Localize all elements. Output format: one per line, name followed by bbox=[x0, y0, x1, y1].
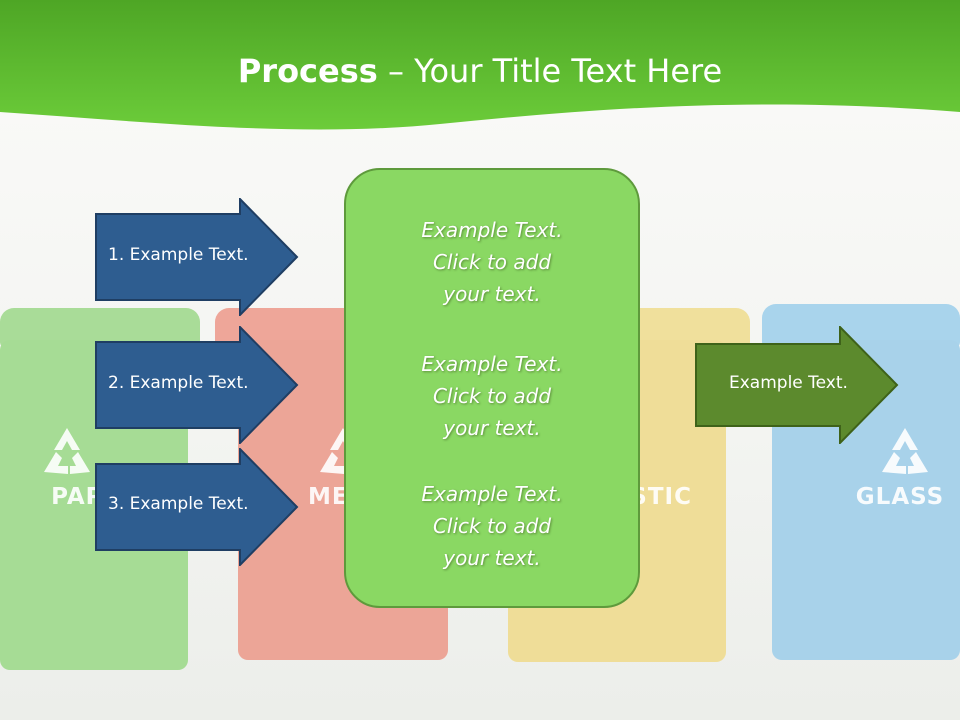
center-item-1-line1: Example Text. bbox=[421, 218, 563, 242]
center-item-1[interactable]: Example Text. Click to add your text. bbox=[344, 214, 640, 310]
slide-title: Process – Your Title Text Here bbox=[0, 52, 960, 90]
step-arrow-3[interactable] bbox=[95, 448, 300, 566]
center-item-3[interactable]: Example Text. Click to add your text. bbox=[344, 478, 640, 574]
step-label-3: 3. Example Text. bbox=[108, 494, 249, 514]
step-arrow-1[interactable] bbox=[95, 198, 300, 316]
center-item-1-line2: Click to add bbox=[432, 250, 552, 274]
center-content-box[interactable] bbox=[344, 168, 640, 608]
step-label-1: 1. Example Text. bbox=[108, 245, 249, 265]
bin-label-glass: GLASS bbox=[855, 484, 945, 510]
center-item-3-line3: your text. bbox=[443, 546, 541, 570]
output-arrow[interactable] bbox=[695, 326, 900, 444]
center-item-2[interactable]: Example Text. Click to add your text. bbox=[344, 348, 640, 444]
recycle-icon bbox=[44, 428, 90, 474]
center-item-2-line1: Example Text. bbox=[421, 352, 563, 376]
header-banner bbox=[0, 0, 960, 130]
center-item-2-line2: Click to add bbox=[432, 384, 552, 408]
center-item-2-line3: your text. bbox=[443, 416, 541, 440]
title-rest: – Your Title Text Here bbox=[377, 52, 723, 90]
title-bold: Process bbox=[237, 52, 378, 90]
recycle-icon bbox=[882, 428, 928, 474]
output-label: Example Text. bbox=[729, 373, 848, 393]
center-item-1-line3: your text. bbox=[443, 282, 541, 306]
center-item-3-line2: Click to add bbox=[432, 514, 552, 538]
step-arrow-2[interactable] bbox=[95, 326, 300, 444]
step-label-2: 2. Example Text. bbox=[108, 373, 249, 393]
center-item-3-line1: Example Text. bbox=[421, 482, 563, 506]
